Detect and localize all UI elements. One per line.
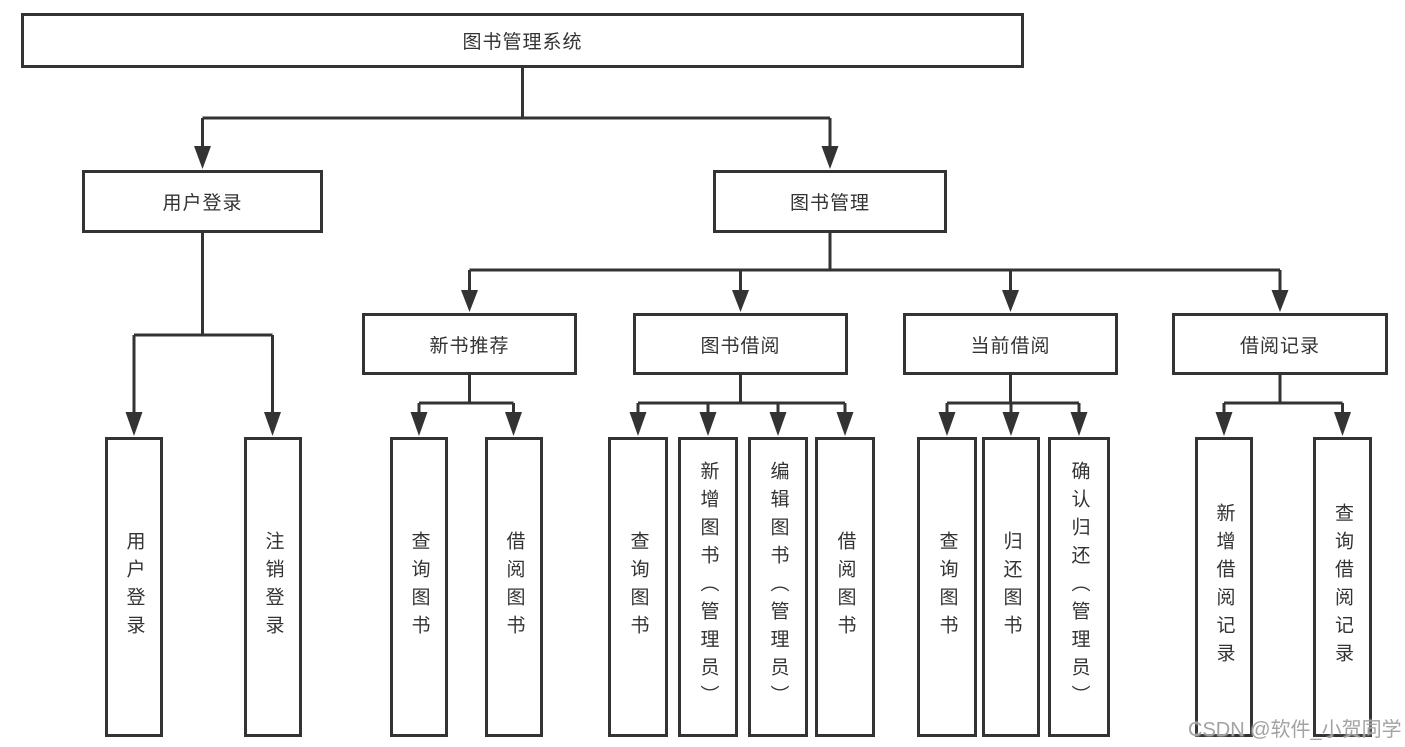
- leaf-logout: 注销登录: [244, 437, 302, 737]
- node-new-book-recommend: 新书推荐: [362, 313, 577, 375]
- node-label: 新增借阅记录: [1213, 503, 1235, 671]
- leaf-confirm-return-admin: 确认归还（管理员）: [1048, 437, 1110, 737]
- node-label: 查询图书: [408, 531, 430, 643]
- node-label: 借阅图书: [834, 531, 856, 643]
- node-book-management: 图书管理: [713, 170, 947, 233]
- leaf-add-borrow-record: 新增借阅记录: [1195, 437, 1253, 737]
- node-label: 查询借阅记录: [1332, 503, 1353, 671]
- leaf-borrow-books: 借阅图书: [815, 437, 875, 737]
- leaf-query-books-borrowing: 查询图书: [608, 437, 668, 737]
- node-label: 查询图书: [936, 531, 958, 643]
- node-label: 图书管理: [789, 193, 870, 214]
- node-borrow-records: 借阅记录: [1172, 313, 1388, 375]
- node-label: 确认归还（管理员）: [1068, 461, 1090, 713]
- node-library-management-system: 图书管理系统: [21, 13, 1024, 68]
- leaf-add-books-admin: 新增图书（管理员）: [678, 437, 738, 737]
- node-label: 归还图书: [1000, 531, 1022, 643]
- node-book-borrowing: 图书借阅: [633, 313, 848, 375]
- node-label: 图书借阅: [700, 335, 781, 357]
- node-current-borrowing: 当前借阅: [903, 313, 1118, 375]
- node-user-login: 用户登录: [82, 170, 323, 233]
- node-label: 新增图书（管理员）: [697, 461, 719, 713]
- leaf-edit-books-admin: 编辑图书（管理员）: [748, 437, 808, 737]
- leaf-return-books: 归还图书: [982, 437, 1040, 737]
- leaf-query-borrow-record: 查询借阅记录: [1313, 437, 1372, 737]
- node-label: 注销登录: [262, 531, 284, 643]
- node-label: 用户登录: [162, 193, 243, 214]
- node-label: 当前借阅: [970, 335, 1051, 357]
- node-label: 编辑图书（管理员）: [767, 461, 789, 713]
- node-label: 查询图书: [627, 531, 649, 643]
- leaf-query-books-current: 查询图书: [917, 437, 977, 737]
- node-label: 借阅图书: [503, 531, 525, 643]
- node-label: 图书管理系统: [462, 32, 583, 53]
- node-label: 用户登录: [123, 531, 145, 643]
- leaf-user-login: 用户登录: [105, 437, 163, 737]
- leaf-borrow-books-recommend: 借阅图书: [485, 437, 543, 737]
- node-label: 借阅记录: [1239, 335, 1320, 357]
- csdn-watermark: CSDN @软件_小贺同学: [1188, 719, 1402, 741]
- leaf-query-books-recommend: 查询图书: [390, 437, 448, 737]
- node-label: 新书推荐: [429, 335, 510, 357]
